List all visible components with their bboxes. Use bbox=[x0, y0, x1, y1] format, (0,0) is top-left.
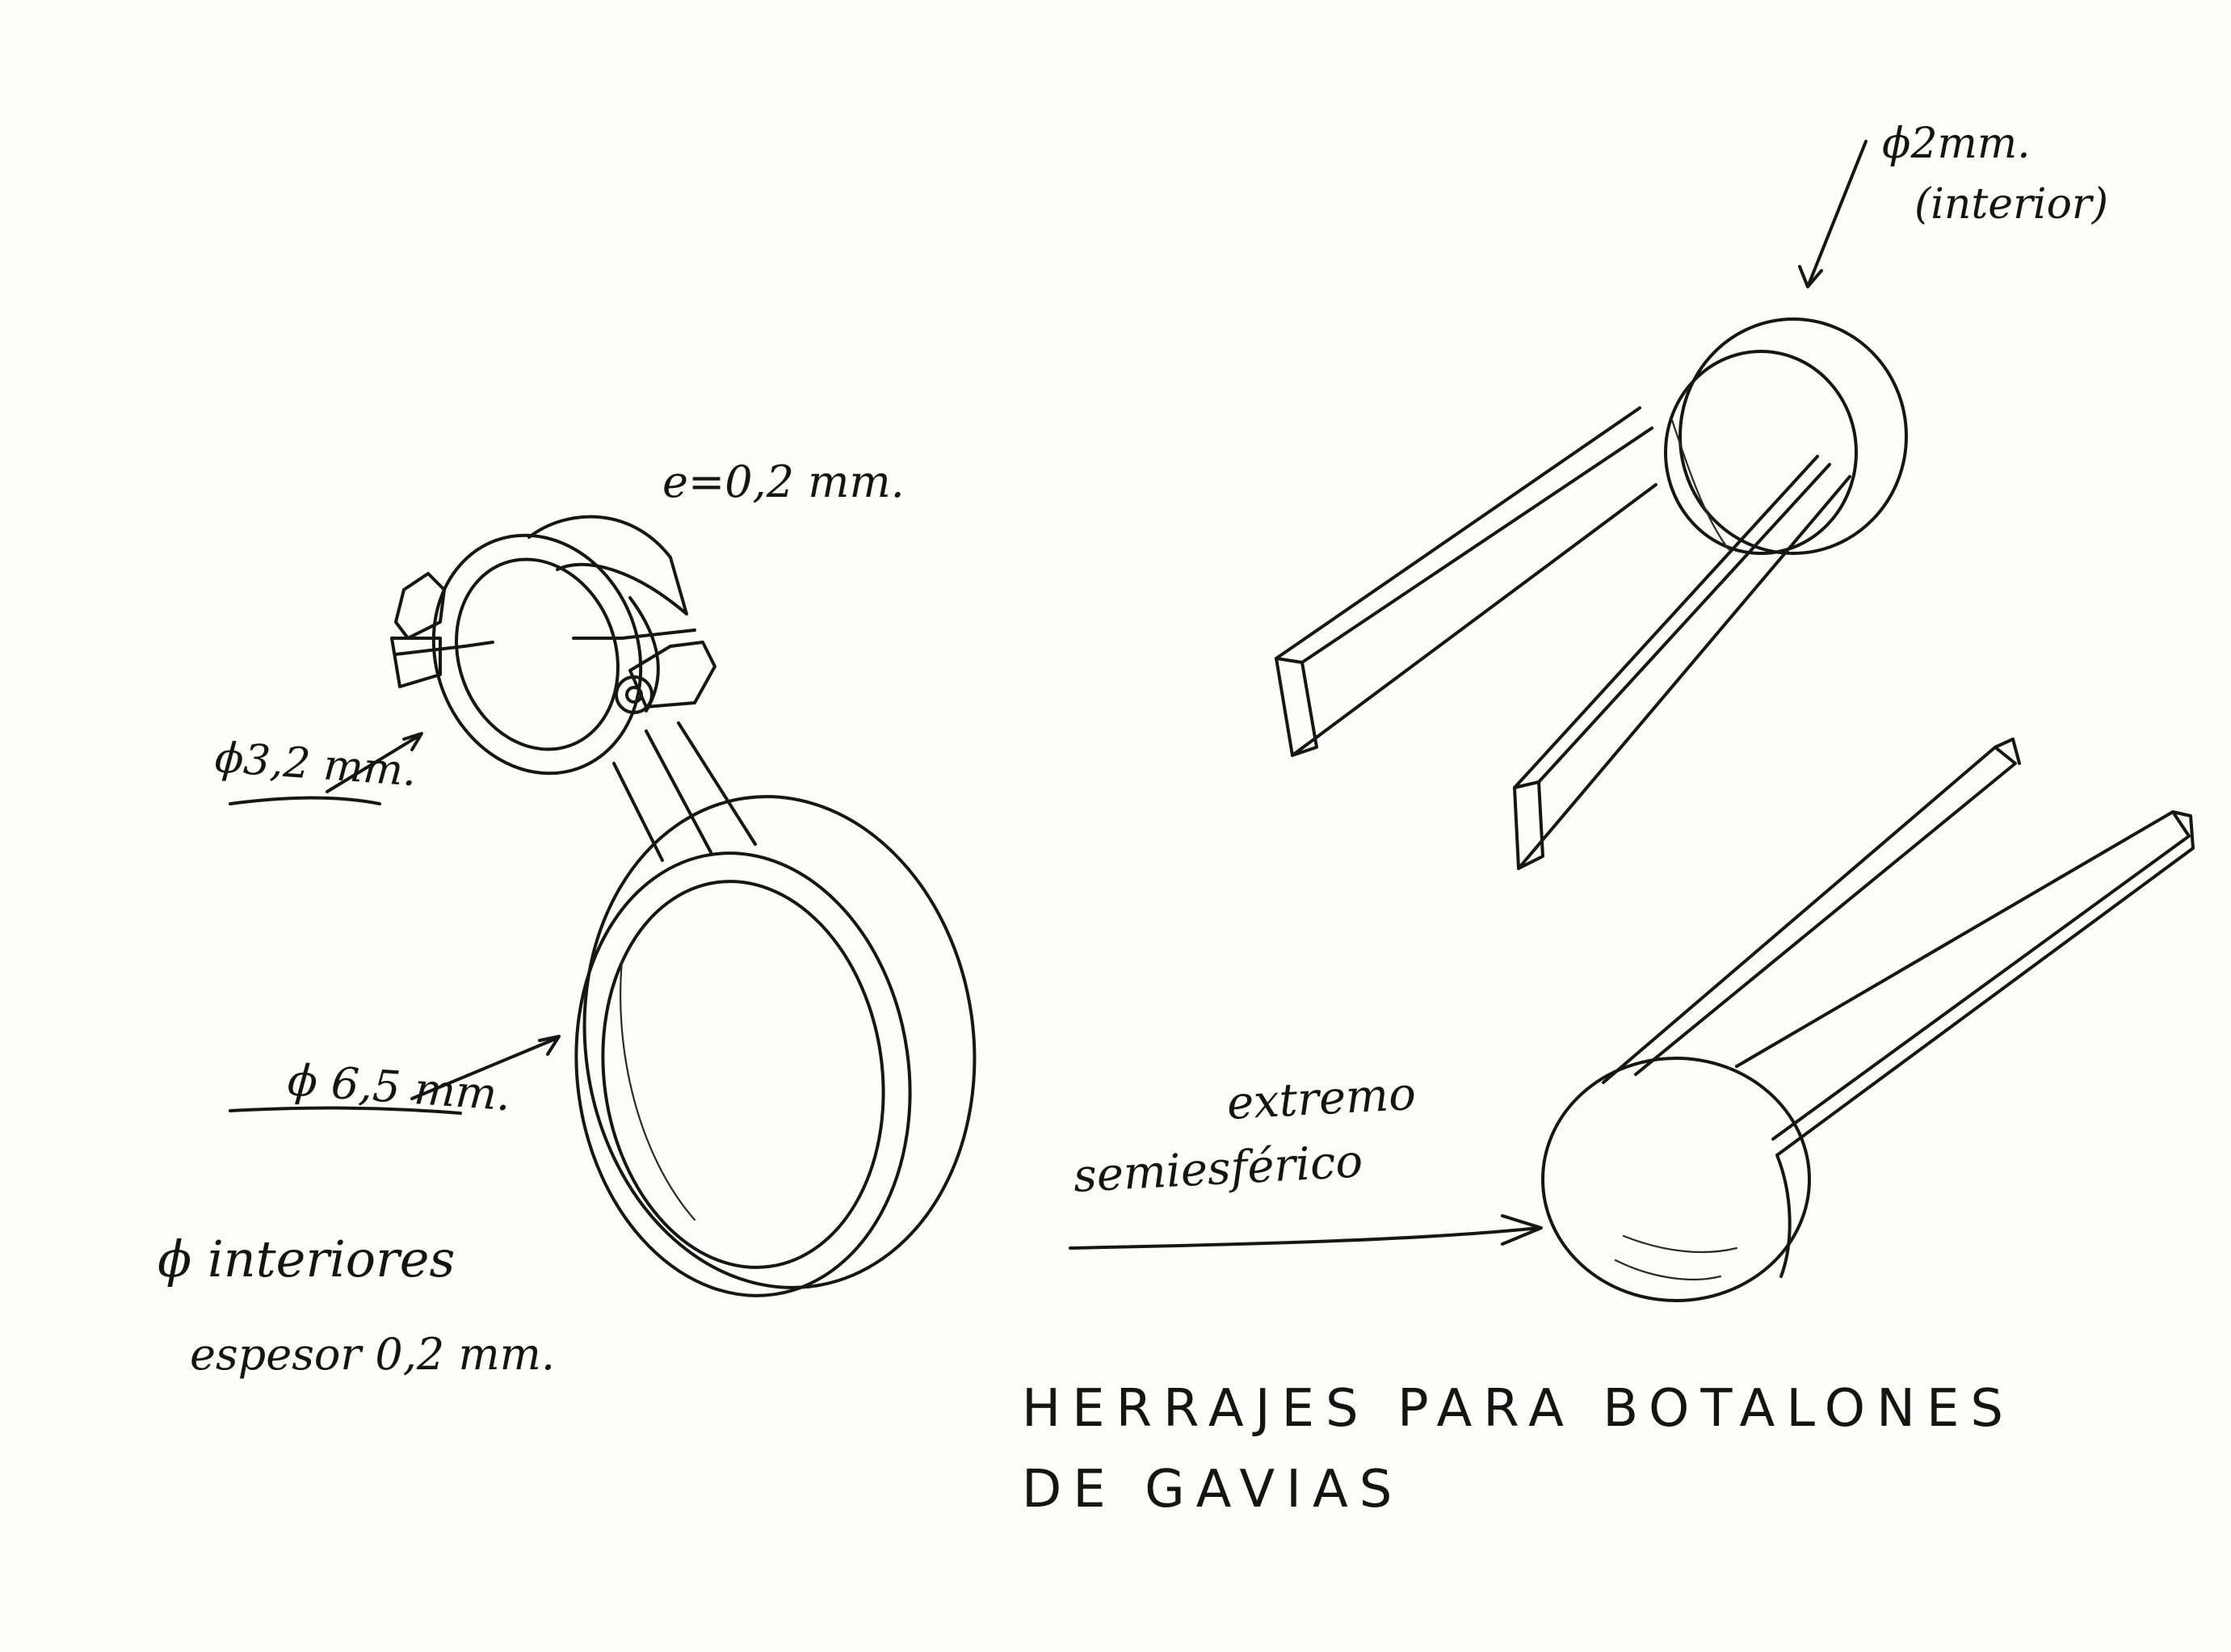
fork-left-arm bbox=[1275, 406, 1657, 757]
arrowhead-large-icon bbox=[538, 1035, 561, 1056]
fork-right-arm bbox=[1513, 455, 1851, 870]
left-screw-nut bbox=[390, 637, 442, 688]
fork-interior-label: (interior) bbox=[1914, 180, 2108, 229]
large-ring-inner bbox=[601, 880, 885, 1269]
large-ring-back bbox=[582, 795, 977, 1289]
rod-end-shade-1 bbox=[1614, 1259, 1722, 1281]
left-screw-lug bbox=[394, 572, 446, 640]
rod-end-drawing bbox=[1541, 738, 2195, 1302]
dia-large-label: ϕ 6,5 mm. bbox=[286, 1054, 512, 1120]
rod-end-sphere bbox=[1541, 1057, 1811, 1302]
hinge-pin-center bbox=[625, 686, 643, 704]
small-ring-outer bbox=[431, 533, 643, 776]
end-note-line-2: semiesférico bbox=[1072, 1135, 1363, 1203]
neck-line-3 bbox=[677, 721, 757, 846]
arrowhead-small-icon bbox=[402, 732, 423, 751]
dim-underline-large bbox=[229, 1106, 462, 1115]
thickness-label: e=0,2 mm. bbox=[662, 456, 905, 507]
interior-note: ϕ interiores bbox=[158, 1230, 455, 1288]
rod-upper-strip-end bbox=[1994, 738, 2021, 765]
small-ring-inner bbox=[455, 557, 620, 751]
fork-bend-inner bbox=[1664, 350, 1858, 555]
arrowhead-rod-icon bbox=[1501, 1214, 1543, 1246]
large-ring-outer bbox=[574, 851, 912, 1297]
fork-bend-shade bbox=[1670, 418, 1730, 551]
fork-piece-drawing bbox=[1275, 317, 1908, 870]
dia-fork-label: ϕ2mm. bbox=[1882, 120, 2031, 168]
title-line-1: HERRAJES PARA BOTALONES bbox=[1022, 1379, 2015, 1439]
rod-end-shade-2 bbox=[1622, 1234, 1738, 1254]
fork-bend-outer bbox=[1679, 317, 1908, 555]
hinge-pin-icon bbox=[615, 675, 653, 714]
dim-arrow-rod bbox=[1069, 1226, 1540, 1250]
end-note-line-1: extremo bbox=[1225, 1068, 1417, 1130]
fork-right-arm-end bbox=[1513, 780, 1544, 870]
small-ring-split-left bbox=[394, 641, 494, 656]
title-line-2: DE GAVIAS bbox=[1022, 1460, 1403, 1520]
small-ring-split-right bbox=[572, 628, 696, 640]
boom-iron-drawing bbox=[390, 515, 977, 1297]
dimension-arrows-left bbox=[229, 732, 561, 1115]
dim-arrow-small bbox=[326, 734, 422, 793]
arrowhead-fork-icon bbox=[1798, 265, 1823, 288]
dim-arrow-large bbox=[410, 1036, 559, 1100]
right-hinge-lug bbox=[628, 641, 716, 708]
fork-left-arm-end bbox=[1275, 657, 1318, 757]
neck-line-1 bbox=[612, 762, 664, 862]
neck-line-2 bbox=[645, 729, 712, 854]
dim-arrow-fork bbox=[1808, 140, 1868, 284]
dim-underline-small bbox=[229, 796, 381, 805]
espesor-note: espesor 0,2 mm. bbox=[190, 1329, 555, 1380]
rod-lower-strip bbox=[1735, 810, 2191, 1141]
dia-small-label: ϕ3,2 mm. bbox=[213, 734, 418, 796]
rod-body-side bbox=[1775, 1154, 1792, 1278]
small-ring-top-band bbox=[527, 515, 688, 616]
rod-lower-strip-edge bbox=[1775, 810, 2195, 1157]
fork-left-arm-edge bbox=[1300, 427, 1653, 664]
fork-right-arm-edge bbox=[1537, 463, 1831, 784]
dimension-arrow-rod bbox=[1069, 1214, 1543, 1250]
dimension-arrow-fork bbox=[1798, 140, 1868, 288]
large-ring-shade bbox=[620, 960, 696, 1221]
rod-upper-strip bbox=[1602, 746, 2017, 1084]
